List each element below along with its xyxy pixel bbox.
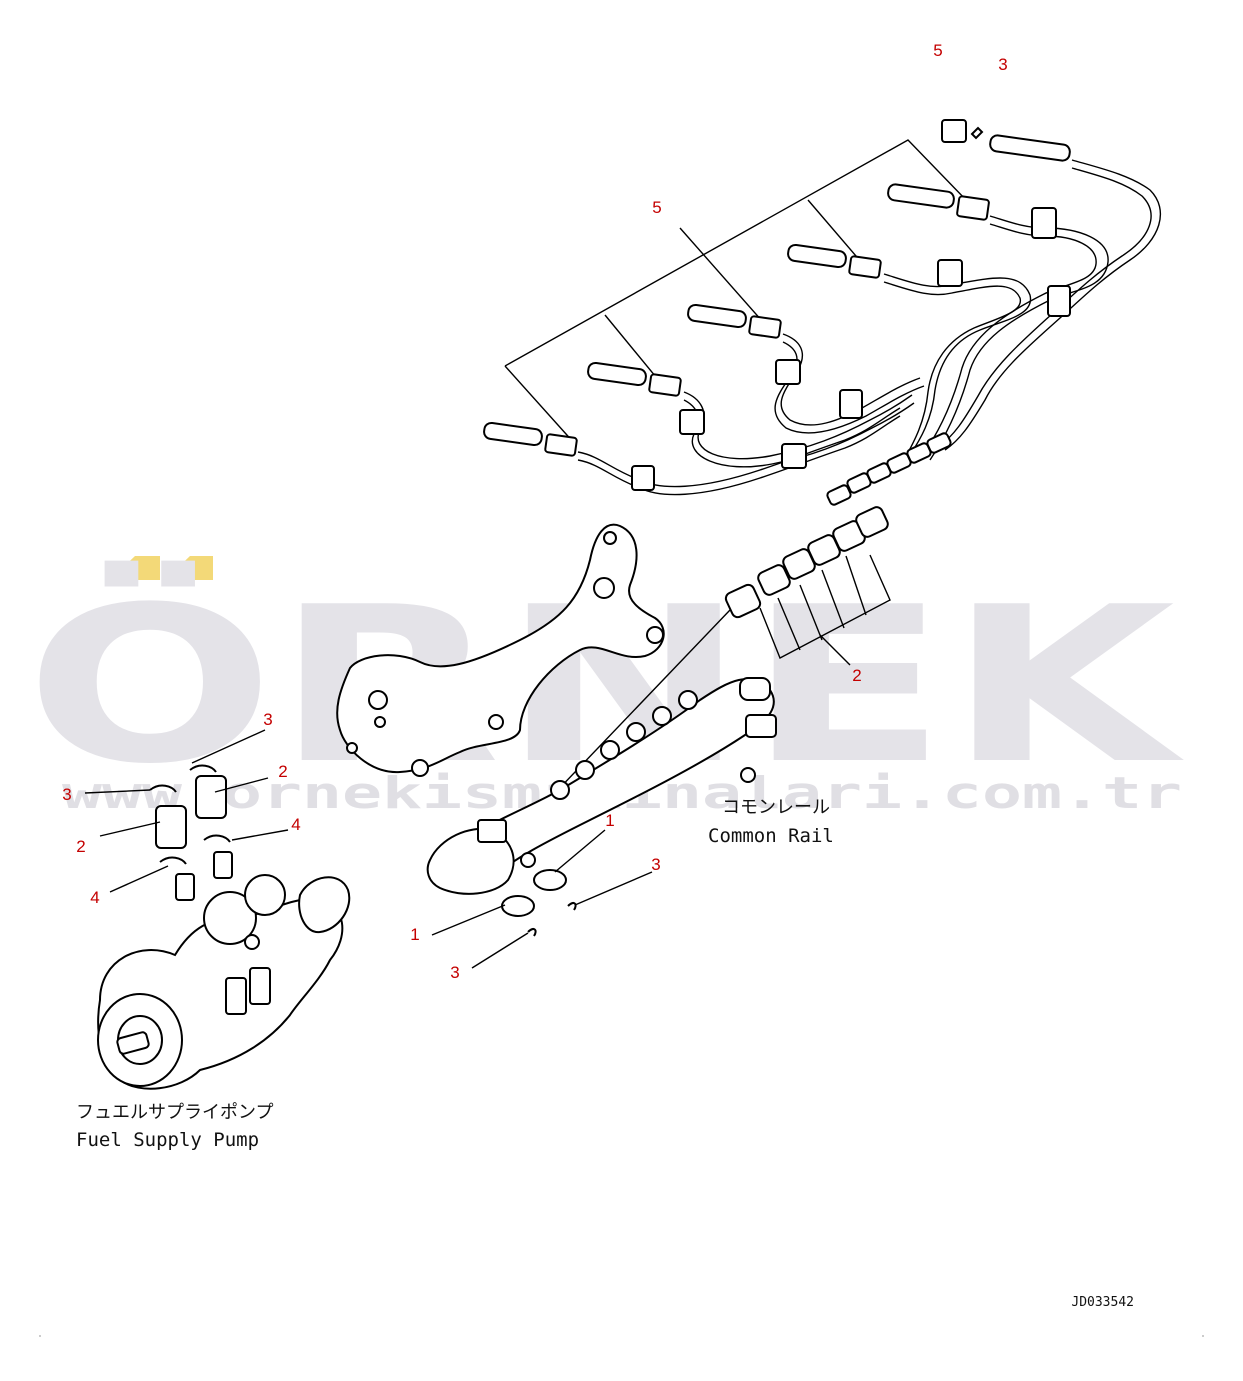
callout-rail-3-right: 3: [651, 855, 660, 874]
callout-pump-2-right: 2: [278, 762, 287, 781]
pump-label-en: Fuel Supply Pump: [76, 1129, 259, 1151]
callout-pump-2-left: 2: [76, 837, 85, 856]
pump-seals: [84, 729, 289, 893]
common-rail-label-en: Common Rail: [708, 825, 834, 847]
common-rail-label-jp: コモンレール: [722, 797, 830, 818]
flow-damper-group: [509, 506, 891, 841]
pipe-5: [887, 183, 1109, 461]
pipe-6: [938, 119, 1161, 451]
watermark-accent-left: [110, 556, 160, 580]
pipe-1: [483, 407, 901, 496]
callout-pump-3-left: 3: [62, 785, 71, 804]
common-rail: [426, 677, 777, 895]
callout-top-3: 3: [998, 55, 1007, 74]
callout-pump-4-left: 4: [90, 888, 99, 907]
pipe-outlets: [826, 389, 952, 506]
callouts: 5 3 5 2 3 2 3 4 2 4 1 3 1 3: [62, 41, 1007, 982]
fuel-supply-pump: [97, 851, 351, 1090]
pipe-4: [787, 243, 1032, 461]
callout-pump-4-right: 4: [291, 815, 300, 834]
callout-rail-3-bottom: 3: [450, 963, 459, 982]
callout-pipes-5: 5: [652, 198, 661, 217]
rail-seals: [431, 829, 653, 969]
pipe-3: [687, 303, 925, 469]
rail-bracket: [336, 523, 665, 777]
pipe-2: [587, 361, 915, 468]
captions: コモンレール Common Rail フュエルサプライポンプ Fuel Supp…: [76, 797, 1134, 1310]
corner-marks: [39, 1335, 1204, 1337]
injection-pipes: [483, 119, 1161, 506]
callout-rail-1-left: 1: [410, 925, 419, 944]
callout-top-5: 5: [933, 41, 942, 60]
callout-pump-3-top: 3: [263, 710, 272, 729]
flow-damper: [724, 506, 889, 619]
callout-rail-1-right: 1: [605, 811, 614, 830]
watermark-accent-right: [165, 556, 213, 580]
pump-label-jp: フュエルサプライポンプ: [76, 1102, 273, 1123]
drawing-id: JD033542: [1071, 1295, 1134, 1310]
callout-rail-right-2: 2: [852, 666, 861, 685]
